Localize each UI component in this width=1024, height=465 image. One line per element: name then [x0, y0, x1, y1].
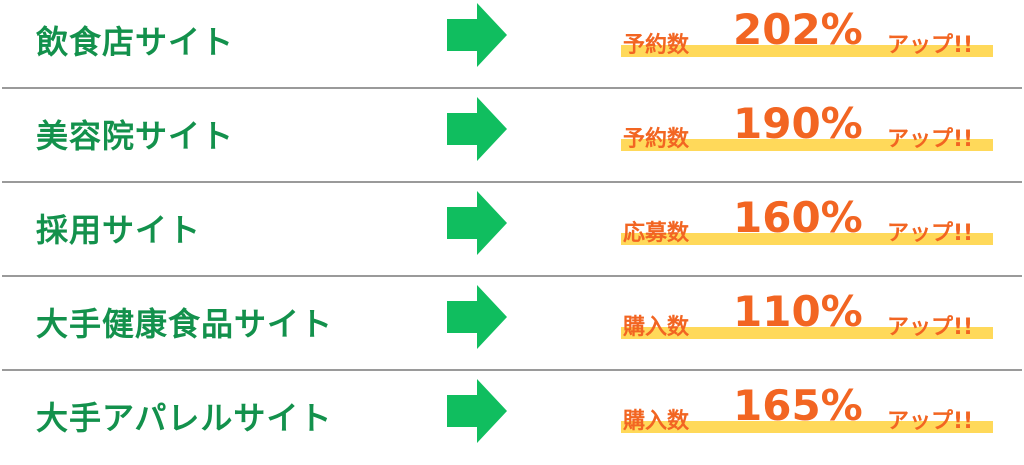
- right-arrow-icon: [447, 285, 507, 349]
- row-divider: [2, 275, 1022, 277]
- row-divider: [2, 87, 1022, 89]
- right-arrow-icon: [447, 3, 507, 67]
- metric-label: 予約数: [623, 127, 690, 152]
- highlight-marker: [621, 421, 993, 433]
- increase-percent: 202%: [733, 5, 863, 54]
- up-label: アップ!!: [887, 221, 974, 246]
- site-type-label: 美容院サイト: [36, 117, 235, 155]
- up-label: アップ!!: [887, 33, 974, 58]
- metric-label: 購入数: [623, 315, 690, 340]
- up-label: アップ!!: [887, 409, 974, 434]
- result-row: 大手アパレルサイト 購入数 165% アップ!!: [0, 371, 1024, 465]
- increase-percent: 190%: [733, 99, 863, 148]
- result-highlight: 予約数 190% アップ!!: [621, 97, 993, 157]
- result-row: 大手健康食品サイト 購入数 110% アップ!!: [0, 277, 1024, 371]
- result-highlight: 購入数 110% アップ!!: [621, 285, 993, 345]
- up-label: アップ!!: [887, 127, 974, 152]
- site-type-label: 採用サイト: [36, 211, 202, 249]
- result-highlight: 応募数 160% アップ!!: [621, 191, 993, 251]
- result-highlight: 予約数 202% アップ!!: [621, 3, 993, 63]
- increase-percent: 165%: [733, 381, 863, 430]
- up-label: アップ!!: [887, 315, 974, 340]
- right-arrow-icon: [447, 379, 507, 443]
- metric-label: 予約数: [623, 33, 690, 58]
- metric-label: 購入数: [623, 409, 690, 434]
- right-arrow-icon: [447, 97, 507, 161]
- highlight-marker: [621, 327, 993, 339]
- metric-label: 応募数: [623, 221, 690, 246]
- right-arrow-icon: [447, 191, 507, 255]
- row-divider: [2, 181, 1022, 183]
- increase-percent: 110%: [733, 287, 863, 336]
- result-row: 飲食店サイト 予約数 202% アップ!!: [0, 0, 1024, 89]
- row-divider: [2, 369, 1022, 371]
- site-type-label: 飲食店サイト: [36, 23, 235, 61]
- site-type-label: 大手アパレルサイト: [36, 399, 333, 437]
- increase-percent: 160%: [733, 193, 863, 242]
- highlight-marker: [621, 233, 993, 245]
- highlight-marker: [621, 139, 993, 151]
- result-row: 採用サイト 応募数 160% アップ!!: [0, 183, 1024, 277]
- result-highlight: 購入数 165% アップ!!: [621, 379, 993, 439]
- site-type-label: 大手健康食品サイト: [36, 305, 334, 343]
- highlight-marker: [621, 45, 993, 57]
- result-row: 美容院サイト 予約数 190% アップ!!: [0, 89, 1024, 183]
